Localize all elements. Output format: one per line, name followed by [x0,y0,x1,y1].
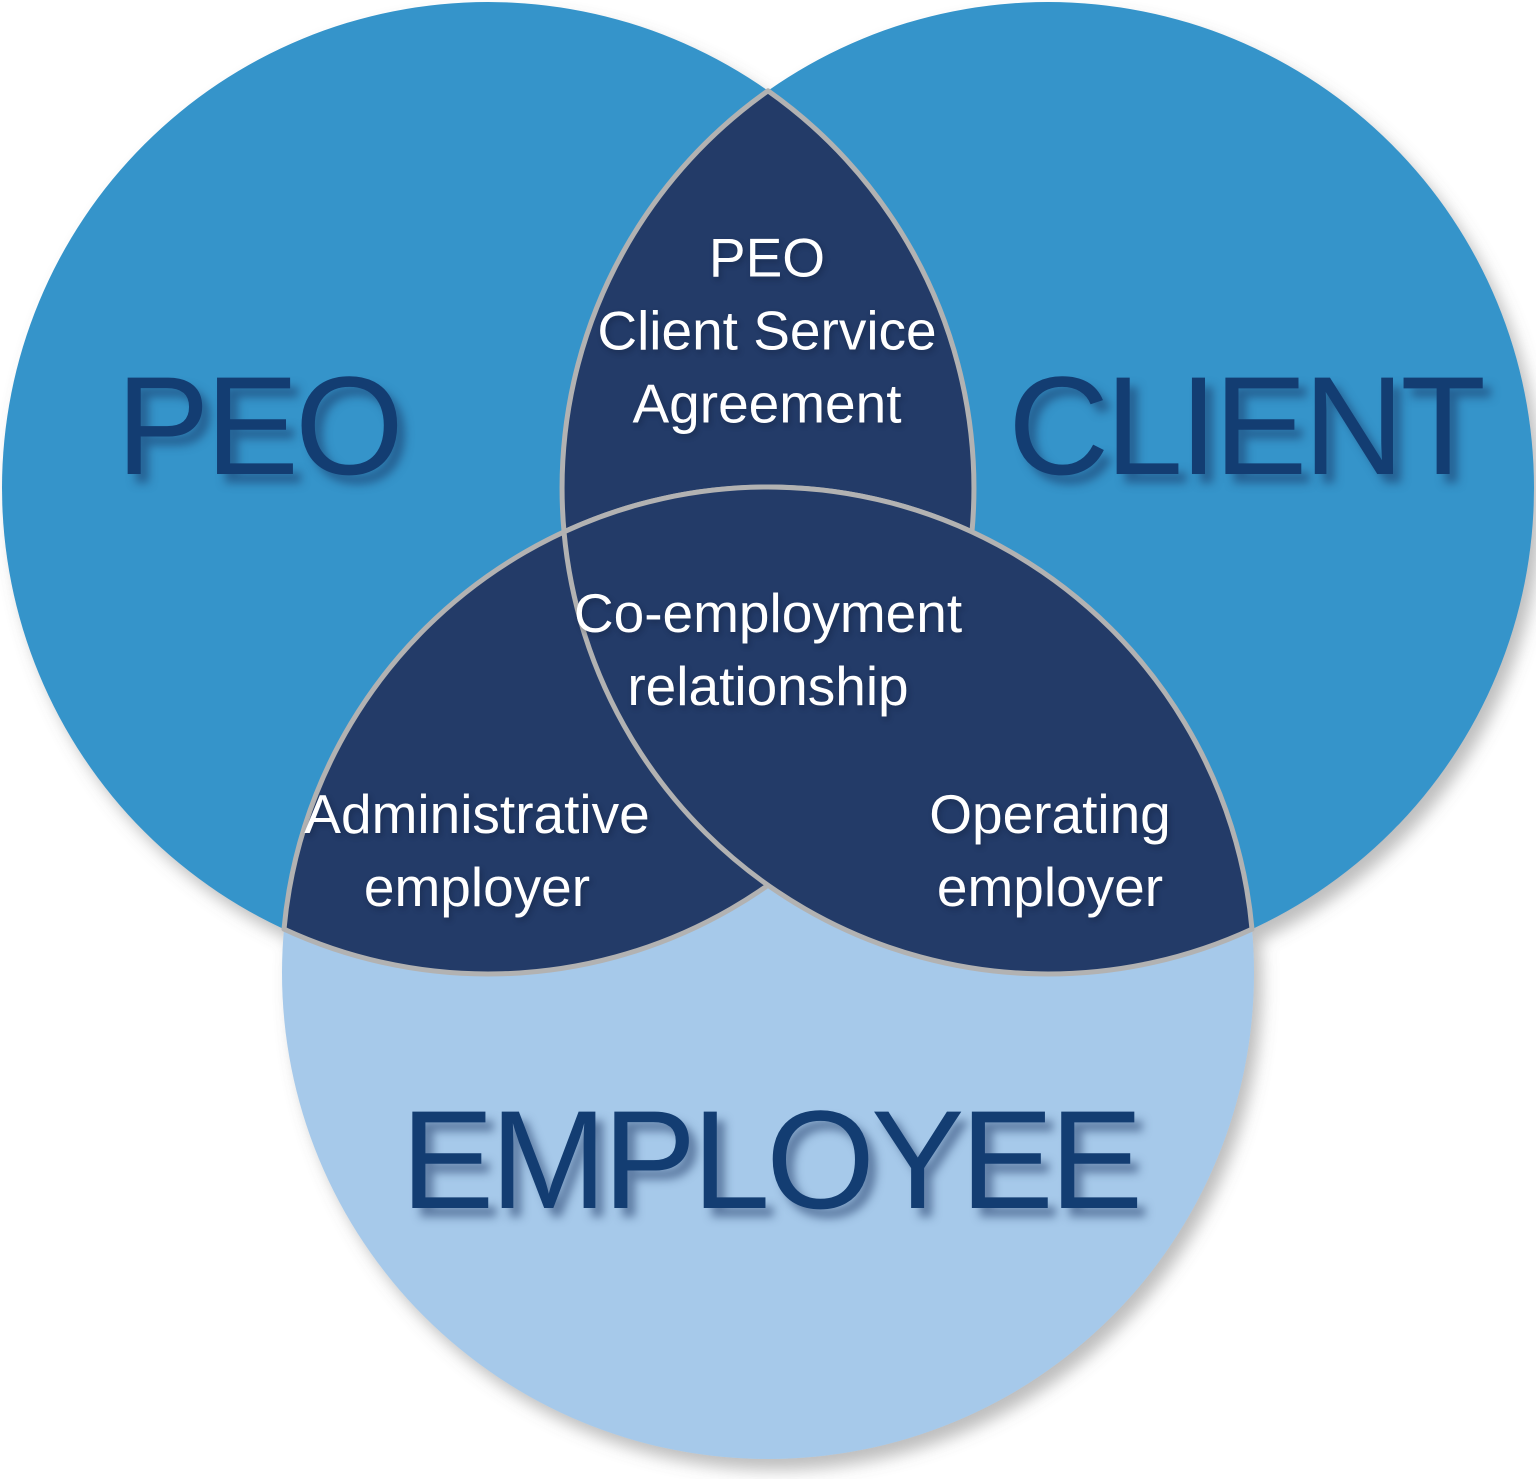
client-employee-overlap-label: Operating employer [929,783,1171,918]
client-employee-overlap-region [561,484,1255,977]
peo-employee-overlap-label: Administrative employer [304,783,650,918]
center-overlap-label: Co-employment relationship [573,582,963,717]
peo-circle-label: PEO [116,347,404,504]
peo-client-overlap-label: PEO Client Service Agreement [597,226,937,435]
client-circle-label: CLIENT [1008,347,1486,504]
employee-circle-label: EMPLOYEE [400,1081,1143,1238]
